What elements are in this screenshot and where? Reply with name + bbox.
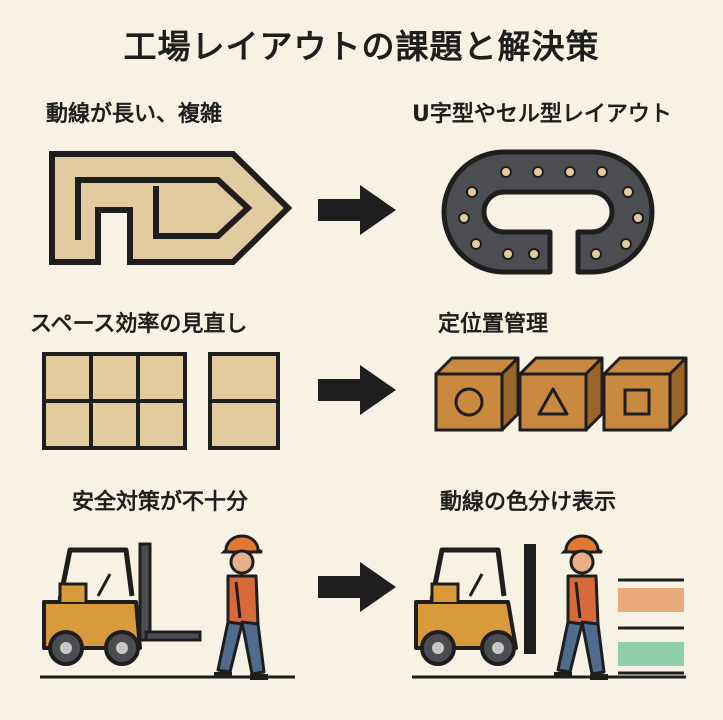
arrow-right-icon [318,562,396,612]
long-path-icon [49,151,293,265]
arrow-right-icon [318,365,396,415]
worker-icon [554,534,608,680]
problem-label-3: 安全対策が不十分 [72,490,249,515]
storage-box-triangle-icon [518,356,604,432]
arrow-right-icon [318,185,396,235]
color-lane-icon [618,578,684,675]
solution-label-1: U字型やセル型レイアウト [412,102,672,127]
solution-label-2: 定位置管理 [438,312,549,337]
forklift-icon [414,544,536,666]
solution-label-3: 動線の色分け表示 [440,490,617,515]
storage-box-circle-icon [434,356,520,432]
problem-label-2: スペース効率の見直し [30,312,248,337]
storage-box-square-icon [602,356,688,432]
forklift-icon [42,542,202,666]
floor-line [412,675,686,679]
floor-line [40,675,295,679]
page-title: 工場レイアウトの課題と解決策 [123,27,600,66]
u-shape-conveyor-icon [441,149,655,275]
worker-icon [214,534,268,680]
grid-shelf-icon [208,352,280,450]
grid-shelf-icon [42,352,187,450]
problem-label-1: 動線が長い、複雑 [46,102,223,127]
